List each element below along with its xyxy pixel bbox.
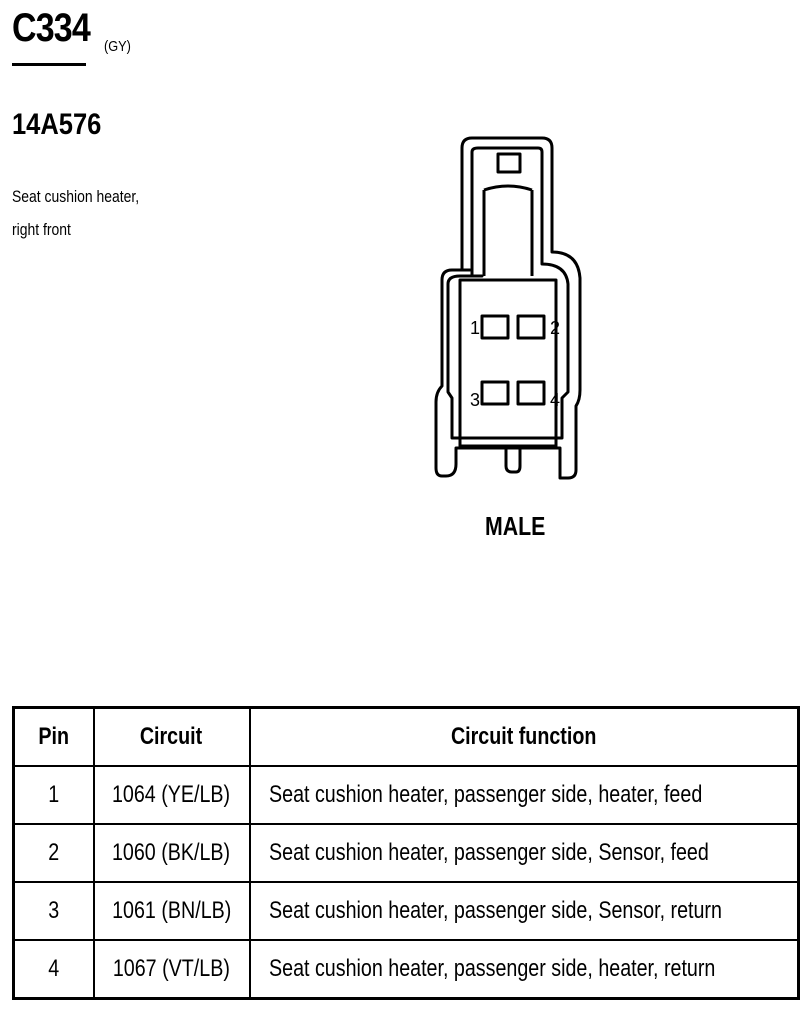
locking-latch bbox=[482, 184, 534, 276]
connector-face-diagram: 1 2 3 4 bbox=[434, 136, 582, 480]
table-row: 3 1061 (BN/LB) Seat cushion heater, pass… bbox=[12, 881, 800, 941]
latch-tab bbox=[496, 152, 522, 174]
terminal-cavity-2 bbox=[516, 314, 546, 340]
pin-label-1: 1 bbox=[470, 318, 480, 338]
cell-circuit: 1060 (BK/LB) bbox=[92, 823, 251, 883]
pin-label-2: 2 bbox=[550, 318, 560, 338]
connector-color-code: (GY) bbox=[104, 38, 131, 55]
part-number: 14A576 bbox=[12, 108, 102, 141]
cell-circuit: 1064 (YE/LB) bbox=[92, 765, 251, 825]
description-line-2: right front bbox=[12, 220, 71, 239]
table-header-row: Pin Circuit Circuit function bbox=[12, 706, 800, 767]
connector-id-underline bbox=[12, 63, 86, 66]
cell-pin: 1 bbox=[12, 765, 95, 825]
cell-function: Seat cushion heater, passenger side, Sen… bbox=[248, 881, 800, 941]
terminal-cavity-4 bbox=[516, 380, 546, 406]
cell-function: Seat cushion heater, passenger side, Sen… bbox=[248, 823, 800, 883]
housing-inner-outline bbox=[446, 146, 570, 440]
description-line-1: Seat cushion heater, bbox=[12, 187, 140, 206]
connector-id: C334 bbox=[12, 6, 91, 50]
header-circuit: Circuit bbox=[92, 706, 251, 767]
cell-pin: 4 bbox=[12, 939, 95, 1000]
connector-description: Seat cushion heater, right front bbox=[12, 180, 139, 246]
cell-circuit: 1067 (VT/LB) bbox=[92, 939, 251, 1000]
cell-function: Seat cushion heater, passenger side, hea… bbox=[248, 765, 800, 825]
bottom-key bbox=[504, 448, 522, 474]
cell-pin: 3 bbox=[12, 881, 95, 941]
header-circuit-function: Circuit function bbox=[248, 706, 800, 767]
pin-label-4: 4 bbox=[550, 390, 560, 410]
connector-gender-label: MALE bbox=[485, 511, 546, 541]
table-row: 2 1060 (BK/LB) Seat cushion heater, pass… bbox=[12, 823, 800, 883]
connector-body bbox=[458, 278, 558, 448]
terminal-cavity-1 bbox=[480, 314, 510, 340]
housing-outer-outline bbox=[434, 136, 582, 480]
pin-circuit-table: Pin Circuit Circuit function 1 1064 (YE/… bbox=[12, 706, 800, 1000]
header-pin: Pin bbox=[12, 706, 95, 767]
pin-label-3: 3 bbox=[470, 390, 480, 410]
table-row: 1 1064 (YE/LB) Seat cushion heater, pass… bbox=[12, 765, 800, 825]
table-row: 4 1067 (VT/LB) Seat cushion heater, pass… bbox=[12, 939, 800, 1000]
cell-pin: 2 bbox=[12, 823, 95, 883]
terminal-cavity-3 bbox=[480, 380, 510, 406]
cell-circuit: 1061 (BN/LB) bbox=[92, 881, 251, 941]
cell-function: Seat cushion heater, passenger side, hea… bbox=[248, 939, 800, 1000]
